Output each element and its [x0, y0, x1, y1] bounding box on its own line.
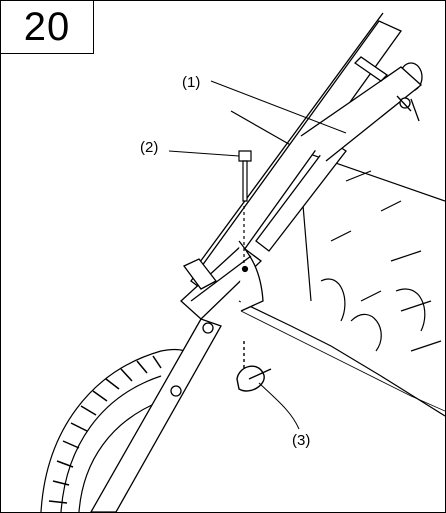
leader-line-3: [258, 382, 300, 430]
leader-lines: [168, 80, 347, 430]
leader-line-1: [210, 80, 347, 134]
clip: [236, 341, 272, 392]
step-number-box: 20: [1, 1, 94, 54]
pin: [238, 150, 252, 273]
handle-upper-tube: [190, 12, 423, 297]
step-number: 20: [23, 5, 71, 49]
handle-lower-tube: [90, 240, 264, 512]
callout-3: (3): [292, 432, 310, 449]
leader-line-2: [168, 150, 240, 157]
callout-2: (2): [140, 139, 158, 156]
callout-1: (1): [182, 74, 200, 91]
